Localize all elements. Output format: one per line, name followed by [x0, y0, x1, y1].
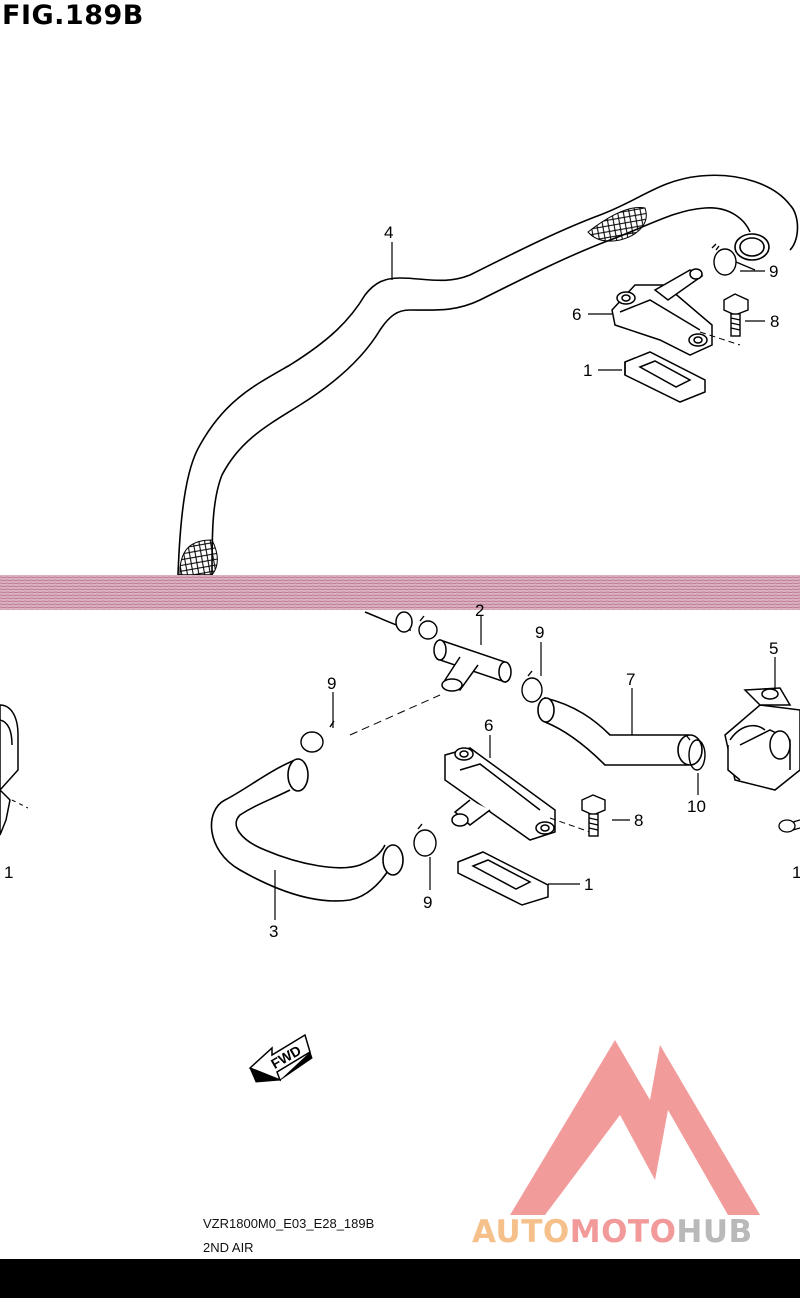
gasket-1-lower [457, 851, 549, 906]
watermark-hub: HUB [676, 1214, 753, 1250]
hose-4-mesh-bottom [179, 539, 218, 576]
clamp-9-left [300, 720, 335, 753]
hose-3 [210, 758, 404, 902]
leader-dash-8-lower [549, 817, 591, 833]
callout-4: 4 [384, 223, 393, 242]
hose-7 [537, 696, 703, 766]
bolt-right-edge [778, 819, 800, 833]
callout-1-lower: 1 [584, 875, 593, 894]
clamp-10 [685, 734, 706, 771]
callout-9-mid: 9 [535, 623, 544, 642]
t-joint-2 [364, 611, 512, 692]
scan-artifact-band [0, 575, 800, 610]
callout-1-left-edge: 1 [4, 863, 13, 882]
hose-4 [177, 174, 799, 576]
leader-dash-8-upper [699, 331, 741, 346]
control-valve-5 [724, 687, 800, 791]
clamp-9-upper [711, 243, 756, 276]
watermark-auto: AUTO [472, 1214, 570, 1250]
leader-dash-left [11, 799, 29, 809]
fwd-arrow-icon: FWD [248, 1033, 313, 1083]
callout-9-lower: 9 [423, 893, 432, 912]
clamp-9-tjoint [418, 615, 438, 640]
left-edge-part [0, 704, 19, 836]
clamp-9-lower [413, 823, 437, 857]
callout-1-right-edge: 1 [792, 863, 800, 882]
callout-10: 10 [687, 797, 706, 816]
callout-leaders [274, 242, 776, 920]
hose-4-mesh-top [587, 206, 647, 242]
scan-artifact-tint [0, 575, 800, 610]
bolt-8-upper [723, 293, 749, 337]
callout-5: 5 [769, 639, 778, 658]
watermark-logo-icon [510, 1040, 760, 1215]
watermark-moto: MOTO [569, 1214, 677, 1250]
figure-title: FIG.189B [2, 0, 144, 31]
clamp-9-mid [521, 670, 543, 703]
callout-8-upper: 8 [770, 312, 779, 331]
valve-cover-6-upper [611, 268, 713, 356]
callout-9-upper: 9 [769, 262, 778, 281]
valve-cover-6-lower [444, 747, 556, 841]
callout-6-upper: 6 [572, 305, 581, 324]
bolt-8-lower [581, 794, 606, 837]
gasket-1-upper [624, 351, 706, 403]
callout-9-left: 9 [327, 674, 336, 693]
watermark-text: AUTOMOTOHUB [472, 1214, 753, 1250]
callout-2: 2 [475, 601, 484, 620]
callout-8-lower: 8 [634, 811, 643, 830]
diagram-code: VZR1800M0_E03_E28_189B [203, 1216, 375, 1231]
bottom-black-bar [0, 1259, 800, 1298]
callout-3: 3 [269, 922, 278, 941]
callout-6-lower: 6 [484, 716, 493, 735]
callout-1-upper: 1 [583, 361, 592, 380]
callout-7: 7 [626, 670, 635, 689]
diagram-name: 2ND AIR [203, 1240, 254, 1255]
guide-dash-hose3 [349, 694, 441, 736]
